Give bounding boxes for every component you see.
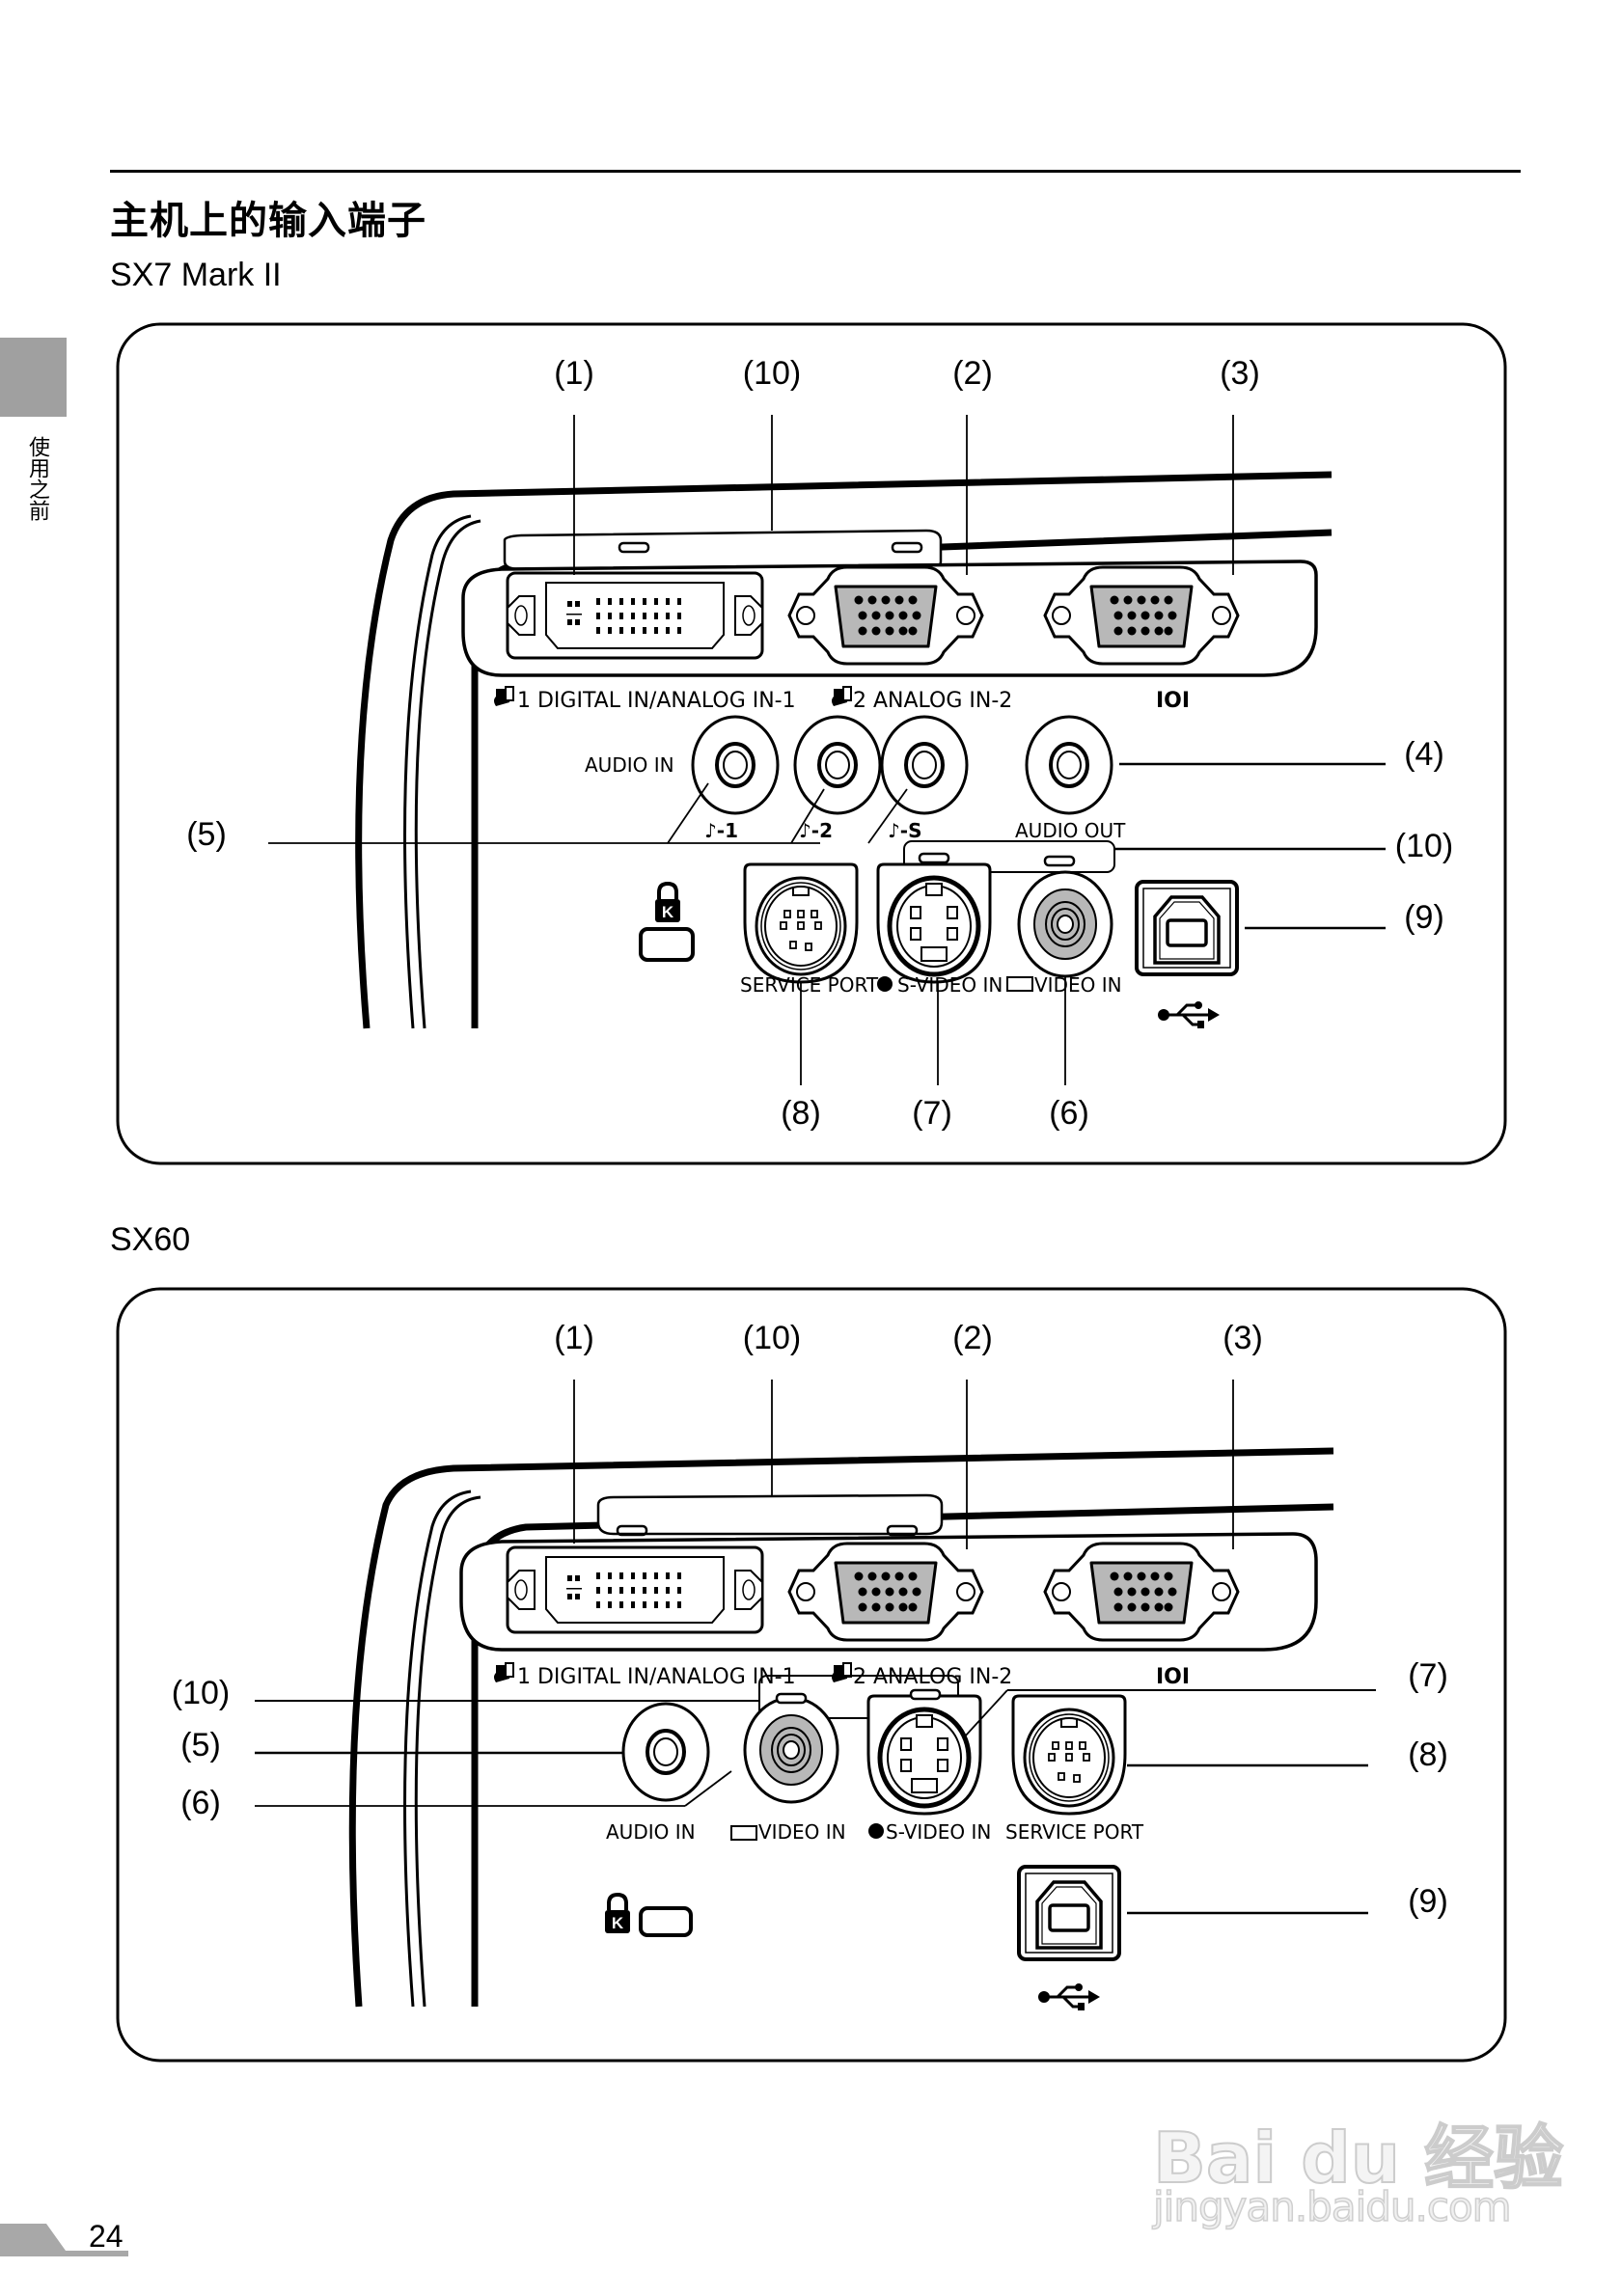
callout-10-left-sx60: (10) [172,1675,230,1711]
audio-out-jack-sx7 [1025,715,1113,815]
video-in-jack-sx60 [743,1696,839,1804]
audio-in-jack-sx60 [621,1702,710,1802]
label-audio-in-sx60: AUDIO IN [606,1820,696,1844]
callout-4-sx7: (4) [1404,736,1444,773]
computer-input-icon [493,1662,514,1683]
top-rule [110,170,1521,173]
callout-1-sx60: (1) [554,1320,594,1356]
computer-input-icon [831,686,852,707]
label-audio-sub2: ♪-2 [799,819,833,842]
monitor-out-icon: IOI [1156,689,1190,713]
model-label-sx7: SX7 Mark II [110,257,282,293]
audio-in-3-jack-sx7 [880,715,969,815]
service-port-sx60 [1011,1694,1127,1816]
usb-port-sx60 [1017,1865,1121,1961]
s-video-in-port-sx7 [878,864,990,982]
watermark-brand: Bai du 经验 [1152,2117,1564,2200]
callout-1-sx7: (1) [554,355,594,392]
callout-10-right-sx7: (10) [1395,828,1453,864]
usb-icon [1036,1982,1102,2012]
watermark-url: jingyan.baidu.com [1152,2182,1512,2231]
callout-2-sx7: (2) [952,355,993,392]
callout-8-sx60: (8) [1408,1736,1448,1773]
video-in-jack-sx7 [1017,870,1113,978]
computer-input-icon [831,1662,852,1683]
callout-7-sx60: (7) [1408,1657,1448,1694]
callout-10-top-sx7: (10) [743,355,801,392]
diagram-frame-sx7 [116,322,1507,1165]
video-icon [730,1825,757,1841]
callout-10-top-sx60: (10) [743,1320,801,1356]
computer-input-icon [493,686,514,707]
footer-bar [0,2224,128,2256]
s-video-in-port-sx60 [868,1696,980,1814]
label-audio-out: AUDIO OUT [1015,819,1126,842]
leader-lines-sx60 [255,1380,1376,1915]
label-audio-sub1: ♪-1 [704,819,738,842]
kensington-lock-icon [603,1893,632,1935]
dvi-connector-sx7 [506,571,764,660]
monitor-out-icon: IOI [1156,1665,1190,1689]
page-number: 24 [89,2219,124,2254]
security-slot-sx7 [639,927,695,962]
label-video-in-sx60: VIDEO IN [758,1820,846,1844]
audio-in-1-jack-sx7 [691,715,780,815]
label-audio-sub3: ♪-S [888,819,921,842]
callout-3-sx7: (3) [1220,355,1260,392]
usb-icon [1156,999,1222,1030]
label-service-port-sx60: SERVICE PORT [1005,1820,1144,1844]
indicator-bracket-sx7 [903,840,1115,873]
callout-5-sx7: (5) [186,816,227,853]
s-video-icon [868,1823,884,1839]
callout-9-sx7: (9) [1404,899,1444,936]
label-s-video-in-sx60: S-VIDEO IN [886,1820,991,1844]
audio-in-2-jack-sx7 [793,715,882,815]
callout-5-sx60: (5) [180,1727,221,1763]
service-port-sx7 [743,862,859,984]
kensington-lock-icon [653,882,682,924]
diagram-frame-sx60 [116,1287,1507,2063]
leader-lines-sx7 [268,415,1386,1085]
label-audio-in: AUDIO IN [585,753,674,777]
callout-6-sx7: (6) [1049,1095,1089,1132]
label-digital-in: 1 DIGITAL IN/ANALOG IN-1 [517,689,796,713]
side-tab-label: 使用之前 [25,436,49,521]
projector-body-sx60 [348,1447,1334,2008]
callout-6-sx60: (6) [180,1785,221,1821]
security-slot-sx60 [639,1906,693,1937]
dvi-connector-sx60 [506,1545,764,1634]
callout-9-sx60: (9) [1408,1883,1448,1920]
label-analog-in2: 2 ANALOG IN-2 [853,689,1012,713]
usb-port-sx7 [1135,880,1239,976]
callout-8-sx7: (8) [781,1095,821,1132]
model-label-sx60: SX60 [110,1221,191,1258]
callout-3-sx60: (3) [1223,1320,1263,1356]
side-tab-marker [0,338,67,417]
label-service-port: SERVICE PORT [740,973,879,997]
label-s-video-in: S-VIDEO IN [897,973,1003,997]
label-analog-in2-sx60: 2 ANALOG IN-2 [853,1665,1012,1689]
label-digital-in-sx60: 1 DIGITAL IN/ANALOG IN-1 [517,1665,796,1689]
callout-2-sx60: (2) [952,1320,993,1356]
label-video-in: VIDEO IN [1034,973,1122,997]
s-video-icon [877,976,893,992]
callout-7-sx7: (7) [912,1095,952,1132]
page-title: 主机上的输入端子 [110,199,426,243]
video-icon [1006,976,1033,992]
